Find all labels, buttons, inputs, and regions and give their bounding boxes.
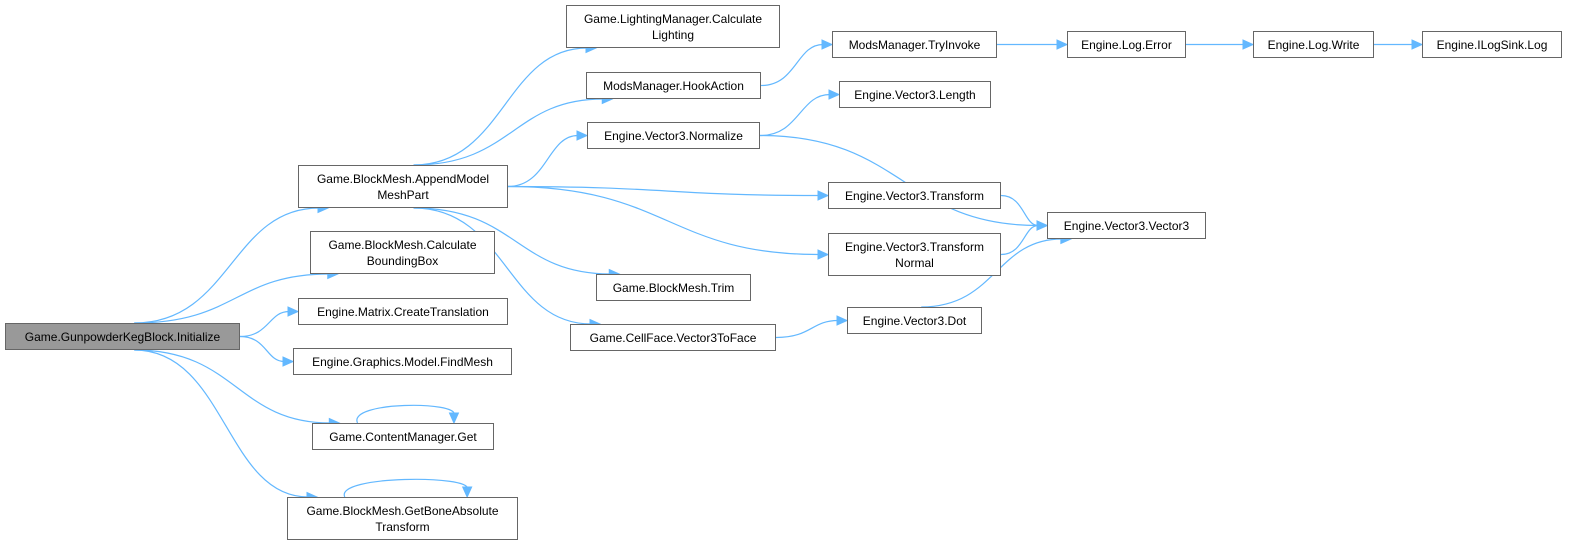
edge-arrowhead: [1036, 220, 1049, 231]
edge-n11-n16: [775, 319, 839, 339]
node-vector3-vector3[interactable]: Engine.Vector3.Vector3: [1047, 212, 1206, 239]
node-modsmanager-hookaction[interactable]: ModsManager.HookAction: [586, 72, 761, 99]
edge-n6-n6: [344, 478, 468, 498]
edge-n1-n14: [507, 185, 820, 197]
edge-n1-n10: [413, 207, 611, 275]
node-label: ModsManager.HookAction: [603, 78, 744, 93]
node-vector3-transform[interactable]: Engine.Vector3.Transform: [828, 182, 1001, 209]
edge-n1-n9: [507, 134, 579, 188]
node-label-line-2: Lighting: [651, 27, 695, 42]
node-label: Engine.Log.Error: [1081, 37, 1172, 52]
edge-n9-n13: [759, 93, 831, 137]
edge-arrowhead: [576, 130, 589, 141]
edge-arrowhead: [1056, 39, 1069, 50]
edge-n0-n2: [134, 273, 329, 324]
node-contentmanager-get[interactable]: Game.ContentManager.Get: [312, 423, 494, 450]
node-label: Game.GunpowderKegBlock.Initialize: [24, 329, 221, 344]
node-vector3-dot[interactable]: Engine.Vector3.Dot: [847, 307, 982, 334]
node-label-line-1: Game.BlockMesh.GetBoneAbsolute: [306, 503, 499, 518]
node-label: Engine.Graphics.Model.FindMesh: [312, 354, 493, 369]
edge-n9-n18: [759, 134, 1039, 227]
edge-arrowhead: [461, 486, 473, 499]
node-label-line-1: Game.BlockMesh.Calculate: [328, 237, 477, 252]
node-label-line-1: Game.LightingManager.Calculate: [583, 11, 763, 26]
node-label-line-1: Engine.Vector3.Transform: [845, 239, 984, 254]
edge-arrowhead: [817, 190, 830, 201]
node-label: Engine.Matrix.CreateTranslation: [317, 304, 489, 319]
node-label: Engine.Vector3.Normalize: [604, 128, 743, 143]
node-label: Engine.Vector3.Vector3: [1063, 218, 1190, 233]
edge-n0-n3: [239, 310, 290, 338]
edge-n0-n1: [134, 207, 320, 324]
node-label: Engine.Vector3.Transform: [845, 188, 984, 203]
edge-n0-n4: [239, 335, 285, 363]
node-vector3-length[interactable]: Engine.Vector3.Length: [839, 81, 991, 108]
edge-n1-n15: [507, 185, 820, 256]
edge-n0-n5: [134, 349, 331, 424]
edge-n1-n7: [413, 47, 588, 166]
node-lightingmanager-calculatelighting[interactable]: Game.LightingManager.Calculate Lighting: [566, 5, 780, 48]
edge-n1-n11: [413, 207, 592, 325]
node-graphics-model-findmesh[interactable]: Engine.Graphics.Model.FindMesh: [293, 348, 512, 375]
node-label: Engine.Log.Write: [1267, 37, 1360, 52]
node-label: Engine.ILogSink.Log: [1436, 37, 1548, 52]
edge-n5-n5: [356, 404, 455, 424]
node-blockmesh-calculateboundingbox[interactable]: Game.BlockMesh.Calculate BoundingBox: [310, 231, 495, 274]
node-cellface-vector3toface[interactable]: Game.CellFace.Vector3ToFace: [570, 324, 776, 351]
edge-n0-n6: [134, 349, 309, 498]
edge-arrowhead: [817, 249, 830, 260]
edge-arrowhead: [821, 39, 834, 50]
node-modsmanager-tryinvoke[interactable]: ModsManager.TryInvoke: [832, 31, 997, 58]
node-label-line-2: BoundingBox: [366, 253, 439, 268]
node-gunpowderkegblock-initialize[interactable]: Game.GunpowderKegBlock.Initialize: [5, 323, 240, 350]
node-blockmesh-trim[interactable]: Game.BlockMesh.Trim: [596, 274, 751, 301]
edge-arrowhead: [828, 89, 841, 100]
node-label-line-2: Transform: [375, 519, 430, 534]
node-label-line-2: MeshPart: [377, 187, 429, 202]
edge-arrowhead: [836, 315, 849, 326]
node-blockmesh-getboneabsolutetransform[interactable]: Game.BlockMesh.GetBoneAbsolute Transform: [287, 497, 518, 540]
edge-n15-n18: [1000, 224, 1039, 256]
edge-n8-n12: [760, 43, 824, 87]
node-label: ModsManager.TryInvoke: [848, 37, 981, 52]
node-label-line-1: Game.BlockMesh.AppendModel: [316, 171, 490, 186]
edge-arrowhead: [1411, 39, 1424, 50]
node-label: Engine.Vector3.Dot: [862, 313, 967, 328]
node-vector3-transformnormal[interactable]: Engine.Vector3.Transform Normal: [828, 233, 1001, 276]
node-label: Game.ContentManager.Get: [329, 429, 477, 444]
node-blockmesh-appendmodelmeshpart[interactable]: Game.BlockMesh.AppendModel MeshPart: [298, 165, 508, 208]
node-label-line-2: Normal: [895, 255, 934, 270]
node-log-write[interactable]: Engine.Log.Write: [1253, 31, 1374, 58]
edge-arrowhead: [287, 306, 300, 317]
node-vector3-normalize[interactable]: Engine.Vector3.Normalize: [587, 122, 760, 149]
edge-arrowhead: [282, 356, 295, 367]
edge-n1-n8: [413, 98, 604, 166]
node-label: Engine.Vector3.Length: [854, 87, 976, 102]
edge-arrowhead: [448, 412, 460, 425]
node-ilogsink-log[interactable]: Engine.ILogSink.Log: [1422, 31, 1562, 58]
node-label: Game.CellFace.Vector3ToFace: [589, 330, 757, 345]
edge-n14-n18: [1000, 194, 1039, 227]
edge-arrowhead: [1242, 39, 1255, 50]
node-matrix-createtranslation[interactable]: Engine.Matrix.CreateTranslation: [298, 298, 508, 325]
node-log-error[interactable]: Engine.Log.Error: [1067, 31, 1186, 58]
node-label: Game.BlockMesh.Trim: [612, 280, 735, 295]
